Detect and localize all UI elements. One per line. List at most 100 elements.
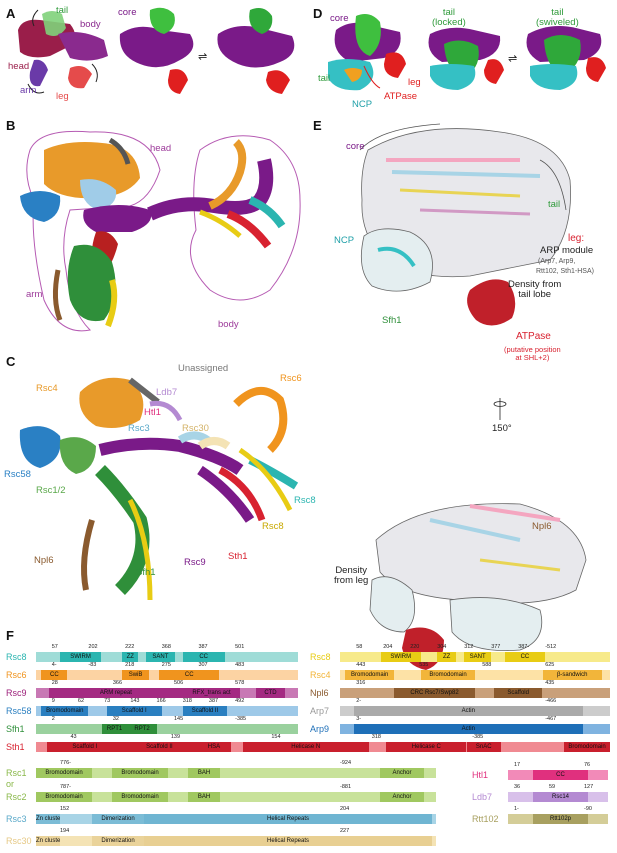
domain-position-rsc2-0: 787-: [60, 784, 72, 790]
domain-segment-sth1-6: Bromodomain: [564, 742, 610, 752]
e-label-arp-sub2: Rtt102, Sth1-HSA): [536, 268, 594, 275]
c-label-rsc30: Rsc30: [182, 423, 209, 434]
domain-bar-rsc1: [36, 768, 436, 778]
domain-segment-rsc1-3: Anchor: [380, 768, 424, 778]
domain-segment-left-0-3: CC: [182, 652, 225, 662]
b-label-body: body: [218, 319, 239, 330]
domain-position-right-1-1: 535: [419, 662, 429, 668]
domain-position-right-1-3: 625: [545, 662, 555, 668]
domain-name-left-2: Rsc9: [6, 688, 27, 698]
c-label-rsc3: Rsc3: [128, 423, 150, 434]
domain-position-left-0-1: 202: [88, 644, 98, 650]
domain-position-left-0-2: 222: [125, 644, 135, 650]
b-label-arm: arm: [26, 289, 43, 300]
domain-position-right-4-0: 3-: [356, 716, 362, 722]
domain-segment-right-0-1: ZZ: [437, 652, 457, 662]
domain-name-htl1: Htl1: [472, 770, 489, 780]
c-label-ldb7: Ldb7: [156, 387, 178, 398]
domain-position-left-2-1: 366: [112, 680, 123, 686]
domain-position-right-0-1: 204: [383, 644, 393, 650]
domain-position-left-1-2: 218: [125, 662, 135, 668]
domain-position-left-1-4: 307: [198, 662, 208, 668]
domain-position-sth1-1: 139: [170, 734, 181, 740]
c-label-htl1: Htl1: [144, 407, 161, 418]
domain-position-left-2-3: 578: [235, 680, 245, 686]
domain-position-left-3-0: 9: [51, 698, 55, 704]
a-label-core: core: [118, 7, 137, 18]
c-label-rsc4: Rsc4: [36, 383, 58, 394]
e-label-leg: leg:: [568, 233, 585, 244]
domain-name-rsc1: Rsc1: [6, 768, 27, 778]
domain-segment-rsc2-3: Anchor: [380, 792, 424, 802]
domain-position-right-0-6: 387-: [518, 644, 530, 650]
e-label-atpase-sub: (putative position at SHL+2): [504, 345, 561, 363]
domain-position-ldb7-2: 127: [584, 784, 594, 790]
domain-segment-right-3-0: Actin: [353, 706, 583, 716]
domain-segment-rsc30-2: Helical Repeats: [144, 836, 432, 846]
domain-position-left-1-3: 275: [161, 662, 171, 668]
d-label-tail-locked: tail (locked): [432, 7, 466, 29]
domain-position-ldb7-1: 59: [549, 784, 556, 790]
domain-segment-rsc2-0: Bromodomain: [36, 792, 92, 802]
domain-position-left-2-2: 506: [173, 680, 184, 686]
domain-segment-left-0-0: SWIRM: [59, 652, 102, 662]
domain-segment-rsc2-1: Bromodomain: [112, 792, 168, 802]
domain-segment-htl1-0: CC: [533, 770, 588, 780]
domain-position-right-0-0: 58: [356, 644, 363, 650]
panel-label-b: B: [6, 118, 16, 133]
domain-position-left-4-1: 32: [112, 716, 119, 722]
domain-name-right-2: Npl6: [310, 688, 329, 698]
domain-position-right-0-3: 304: [437, 644, 447, 650]
domain-position-left-3-6: 387: [208, 698, 219, 704]
domain-position-left-0-5: 501: [235, 644, 245, 650]
a-label-body: body: [80, 19, 101, 30]
e-label-density-tail: Density from tail lobe: [508, 279, 562, 301]
domain-segment-right-2-0: CRC Rsc7/Swp82: [394, 688, 475, 698]
domain-segment-rsc1-0: Bromodomain: [36, 768, 92, 778]
domain-position-left-4-3: -385: [235, 716, 247, 722]
domain-bar-left-4: [36, 724, 298, 734]
e-label-arp-module: ARP module: [540, 245, 594, 256]
domain-bar-right-1: [340, 670, 610, 680]
domain-position-left-2-0: 28: [51, 680, 58, 686]
e-label-ncp: NCP: [334, 235, 355, 246]
domain-name-left-4: Sfh1: [6, 724, 25, 734]
domain-segment-left-2-1: RFX_trans act: [182, 688, 241, 698]
domain-segment-sth1-5: SnAC: [466, 742, 501, 752]
domain-segment-right-0-0: SWIRM: [380, 652, 421, 662]
domain-segment-rsc2-2: BAH: [188, 792, 220, 802]
domain-segment-rsc30-0: Zn cluster: [36, 836, 60, 846]
domain-position-sth1-2: 154: [271, 734, 281, 740]
domain-name-ldb7: Ldb7: [472, 792, 493, 802]
domain-position-right-2-1: 435: [545, 680, 555, 686]
domain-position-rsc30-1: 227: [340, 828, 350, 834]
d-label-ncp: NCP: [352, 99, 373, 110]
domain-position-left-1-5: 483: [235, 662, 245, 668]
panel-label-f: F: [6, 628, 14, 643]
domain-segment-right-1-2: β-sandwich: [542, 670, 602, 680]
c-label-sth1: Sth1: [228, 551, 248, 562]
domain-bar-right-2: [340, 688, 610, 698]
domain-name-left-1: Rsc6: [6, 670, 27, 680]
domain-position-right-3-1: -466: [545, 698, 557, 704]
domain-position-left-3-3: 143: [130, 698, 140, 704]
domain-position-left-3-2: 73: [104, 698, 111, 704]
domain-segment-right-4-0: Actin: [353, 724, 583, 734]
domain-segment-right-0-2: SANT: [464, 652, 492, 662]
domain-position-left-4-0: 2: [51, 716, 55, 722]
domain-name-rtt102: Rtt102: [472, 814, 499, 824]
domain-segment-right-0-3: CC: [504, 652, 546, 662]
domain-segment-rsc1-1: Bromodomain: [112, 768, 168, 778]
domain-position-rsc3-1: 204: [340, 806, 350, 812]
d-label-core: core: [330, 13, 349, 24]
c-label-rsc6: Rsc6: [280, 373, 302, 384]
domain-name-right-4: Arp9: [310, 724, 330, 734]
domain-bar-rsc2: [36, 792, 436, 802]
domain-name-rsc3: Rsc3: [6, 814, 27, 824]
domain-segment-left-4-0: RPT1: [101, 724, 128, 734]
domain-segment-rsc3-0: Zn cluster: [36, 814, 60, 824]
domain-position-rtt102-1: -90: [584, 806, 592, 812]
domain-name-left-0: Rsc8: [6, 652, 27, 662]
